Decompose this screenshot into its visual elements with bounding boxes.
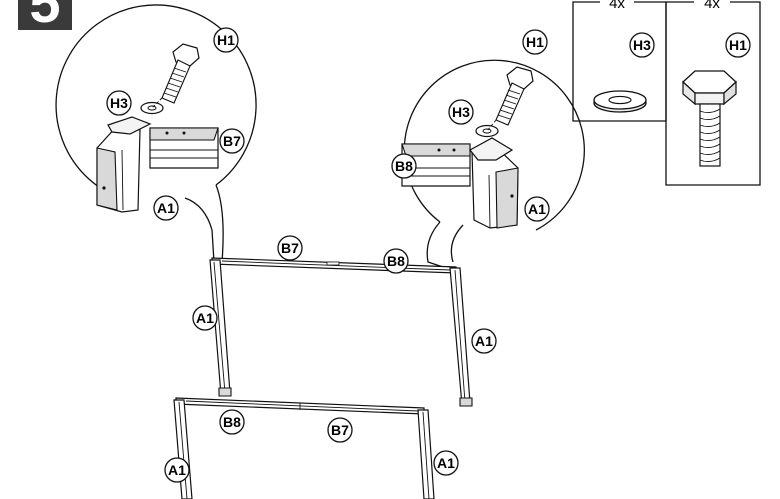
washer-qty: 4x <box>609 0 625 12</box>
bolt-icon <box>151 43 200 109</box>
label-b7-top: B7 <box>277 235 303 261</box>
step-number: 5 <box>29 0 60 34</box>
svg-text:A1: A1 <box>157 200 175 216</box>
label-a1-top-right: A1 <box>471 328 497 354</box>
detail-right: H1 H3 B8 A1 <box>391 29 585 269</box>
label-h1-left: H1 <box>213 27 239 53</box>
bolt-icon <box>682 70 737 167</box>
svg-text:B7: B7 <box>331 422 349 438</box>
label-a1-right-detail: A1 <box>524 196 550 222</box>
svg-text:H1: H1 <box>526 34 544 50</box>
label-a1-top-left: A1 <box>192 305 218 331</box>
part-label-h1-box: H1 <box>725 32 751 58</box>
washer-icon <box>140 101 164 115</box>
svg-text:B8: B8 <box>387 253 405 269</box>
bolt-qty: 4x <box>704 0 720 12</box>
label-h3-right: H3 <box>448 99 474 125</box>
label-a1-left-detail: A1 <box>153 195 179 221</box>
label-a1-bottom-right: A1 <box>433 450 459 476</box>
svg-text:A1: A1 <box>437 455 455 471</box>
svg-text:B7: B7 <box>281 240 299 256</box>
part-label: H1 <box>729 37 747 53</box>
label-b8-top: B8 <box>383 248 409 274</box>
svg-text:H1: H1 <box>217 32 235 48</box>
svg-text:B8: B8 <box>395 158 413 174</box>
label-h1-right: H1 <box>522 29 548 55</box>
label-b7-left: B7 <box>219 128 245 154</box>
frame-top: B7 B8 A1 A1 <box>192 235 497 407</box>
label-h3-left: H3 <box>106 90 132 116</box>
label-b7-bottom: B7 <box>327 417 353 443</box>
label-b8-bottom: B8 <box>219 409 245 435</box>
label-a1-bottom-left: A1 <box>164 457 190 483</box>
label-b8-right: B8 <box>391 153 417 179</box>
svg-text:H3: H3 <box>110 95 128 111</box>
svg-text:A1: A1 <box>168 462 186 478</box>
parts-box-washer: 4x H3 <box>572 0 667 122</box>
svg-text:A1: A1 <box>528 201 546 217</box>
svg-text:B8: B8 <box>223 414 241 430</box>
svg-text:B7: B7 <box>223 133 241 149</box>
svg-text:H3: H3 <box>452 104 470 120</box>
detail-left: H1 H3 B7 A1 <box>55 4 257 263</box>
part-label: H3 <box>633 37 651 53</box>
washer-icon <box>593 90 647 113</box>
parts-box-bolt: 4x H1 <box>665 0 761 186</box>
svg-text:A1: A1 <box>475 333 493 349</box>
bolt-icon <box>486 66 534 132</box>
frame-bottom: B8 B7 A1 A1 <box>164 397 459 499</box>
svg-text:A1: A1 <box>196 310 214 326</box>
step-badge: 5 <box>18 0 72 34</box>
part-label-h3-box: H3 <box>629 32 655 58</box>
washer-icon <box>475 124 499 138</box>
